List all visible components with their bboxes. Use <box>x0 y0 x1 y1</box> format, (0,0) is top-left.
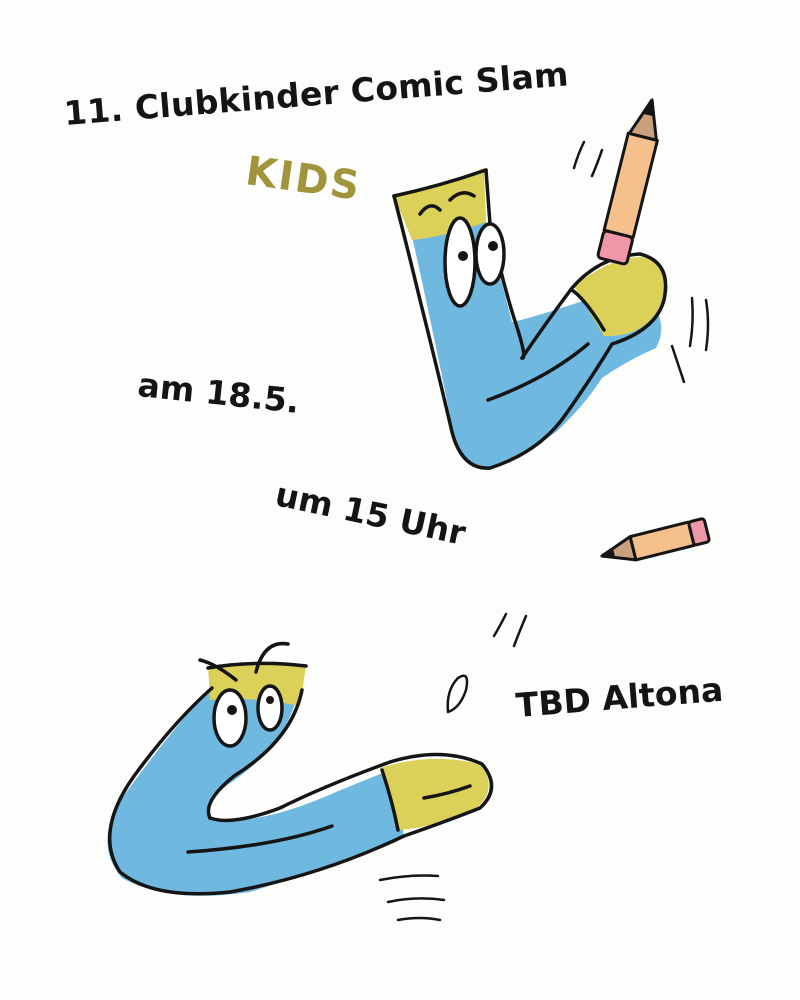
sock-top-brow-left <box>418 204 442 216</box>
sock-character-top <box>392 168 668 470</box>
pencil-icon-top <box>596 98 659 266</box>
sock-top-eye-right <box>474 222 506 286</box>
pencil-top-body <box>602 131 659 240</box>
sock-top-outline-left <box>392 194 492 470</box>
sock-bottom-toe-line <box>380 768 400 832</box>
motion-line <box>670 344 686 384</box>
pencil-bottom-lead <box>600 547 616 559</box>
sock-bottom-pupil-left <box>227 705 237 715</box>
pencil-icon-bottom <box>600 517 711 562</box>
pencil-bottom-eraser <box>687 517 711 547</box>
sock-top-eye-left <box>443 216 477 308</box>
motion-line <box>512 614 528 648</box>
sock-bottom-eye-left <box>212 688 248 748</box>
sock-character-bottom <box>107 641 494 896</box>
sock-top-pupil-right <box>488 241 498 251</box>
motion-line <box>396 916 442 922</box>
sock-top-brow-right <box>448 191 476 202</box>
sock-bottom-inner-line <box>186 824 334 854</box>
sock-top-pupil-left <box>458 251 468 261</box>
sock-bottom-outline-back <box>108 686 494 896</box>
pencil-bottom-body <box>628 520 696 562</box>
motion-lines <box>378 140 710 922</box>
sock-top-inner-line <box>486 342 590 402</box>
motion-line <box>492 612 508 638</box>
pencil-top-lead <box>642 98 655 117</box>
pencil-top-eraser <box>596 229 634 266</box>
motion-line <box>704 298 710 352</box>
sock-bottom-toe-detail <box>422 784 472 800</box>
sock-top-outline-foot <box>488 252 668 470</box>
sock-top-heel-line <box>570 288 606 332</box>
sock-bottom-pupil-right <box>266 696 274 704</box>
sock-bottom-outline-front <box>206 688 304 820</box>
motion-line <box>688 296 694 348</box>
motion-line <box>446 674 469 714</box>
motion-line <box>590 148 604 178</box>
sock-bottom-eye-right <box>256 684 284 732</box>
sock-bottom-body <box>107 676 404 896</box>
sock-bottom-brow-left <box>198 658 238 682</box>
motion-line <box>386 897 446 904</box>
motion-line <box>378 874 440 882</box>
motion-line <box>572 140 586 170</box>
sock-bottom-brow-right <box>254 641 290 674</box>
sock-top-outline-cuff <box>392 168 488 198</box>
